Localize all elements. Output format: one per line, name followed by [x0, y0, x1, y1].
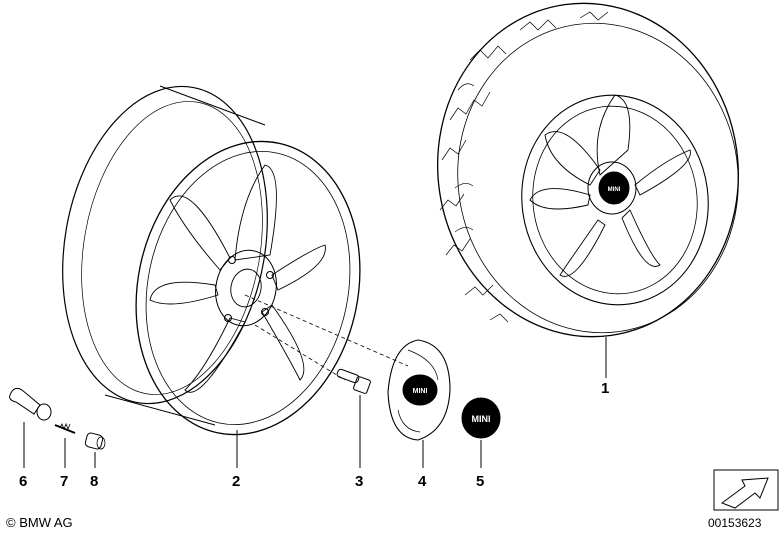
callout-4: 4: [418, 473, 427, 490]
complete-wheel-with-tire: MINI: [437, 2, 739, 378]
tire-center-logo: MINI: [608, 187, 621, 193]
valve-stem-icon: [9, 387, 52, 468]
arrow-box-icon: [713, 469, 779, 511]
valve-core: [54, 422, 76, 468]
hub-cap: MINI: [387, 339, 451, 468]
callout-5: 5: [476, 473, 485, 490]
alloy-rim: [62, 85, 409, 468]
emblem-badge: MINI: [461, 397, 501, 468]
valve-cap: [84, 432, 106, 468]
copyright-notice: © BMW AG: [6, 515, 73, 530]
wheel-bolt: [336, 368, 371, 468]
callout-2: 2: [232, 473, 241, 490]
callout-3: 3: [355, 473, 364, 490]
diagram-number: 00153623: [708, 516, 762, 530]
badge-logo: MINI: [472, 414, 491, 424]
callout-7: 7: [60, 473, 69, 490]
callout-6: 6: [19, 473, 28, 490]
callout-1: 1: [601, 380, 610, 397]
callout-8: 8: [90, 473, 99, 490]
hub-cap-logo: MINI: [413, 388, 428, 395]
